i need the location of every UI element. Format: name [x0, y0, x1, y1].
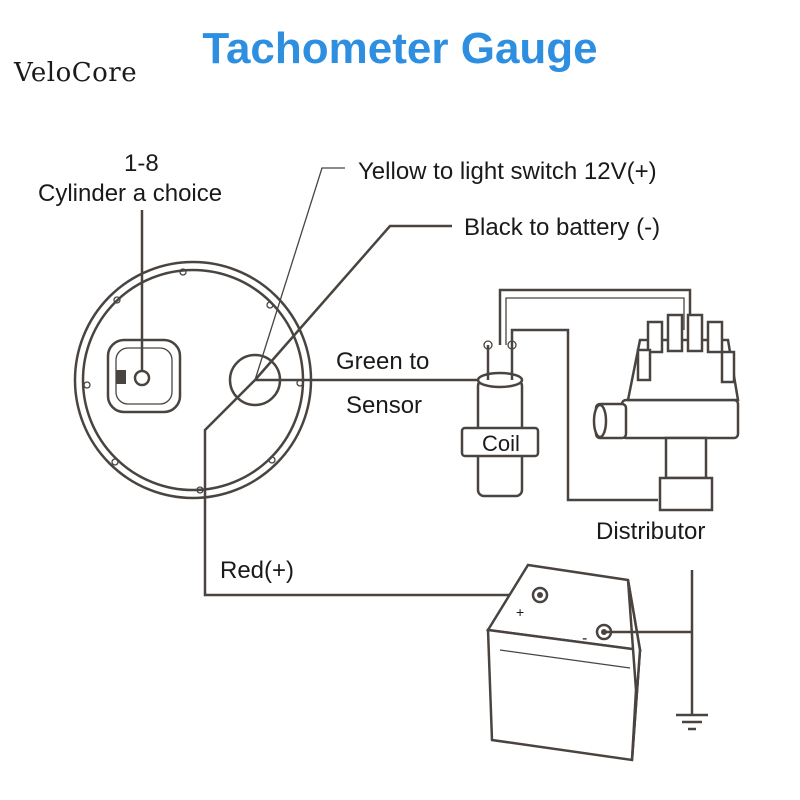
battery [485, 563, 642, 762]
sensor-label: Sensor [346, 392, 423, 419]
black-wire-label: Black to battery (-) [464, 214, 661, 241]
coil-to-distributor-wire [510, 328, 658, 502]
ignition-coil [460, 340, 540, 498]
cylinder-choice-label: Cylinder a choice [38, 180, 223, 207]
battery-plus-label: + [516, 604, 525, 620]
green-wire-label: Green to [336, 348, 430, 375]
yellow-wire-leader [254, 167, 345, 381]
coil-high-tension-lead [498, 288, 692, 345]
page-title: Tachometer Gauge [202, 24, 598, 73]
distributor-label: Distributor [596, 518, 706, 545]
ground-symbol-icon [676, 713, 708, 731]
yellow-wire-label: Yellow to light switch 12V(+) [358, 158, 657, 185]
coil-label: Coil [482, 431, 520, 456]
battery-minus-label: - [582, 630, 588, 647]
brand-logo: VeloCore [14, 58, 138, 88]
distributor [592, 313, 740, 512]
red-wire-label: Red(+) [220, 557, 295, 584]
black-wire-leader [254, 224, 452, 381]
red-wire [203, 379, 540, 597]
cylinder-number-label: 1-8 [124, 150, 159, 177]
cylinder-selector [106, 338, 182, 414]
